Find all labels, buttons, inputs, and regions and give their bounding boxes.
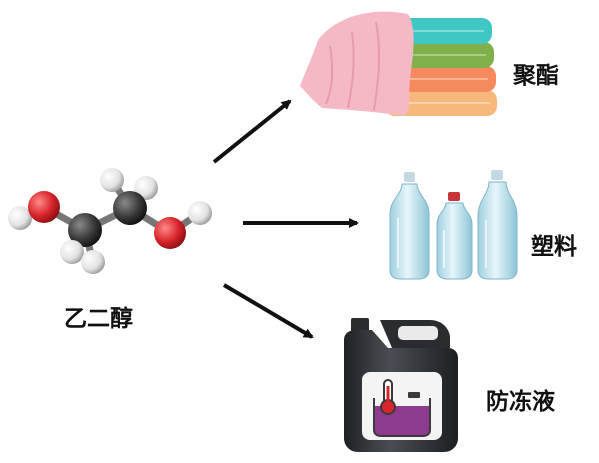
product-label-polyester: 聚酯 xyxy=(513,63,559,89)
product-label-antifreeze: 防冻液 xyxy=(486,389,555,415)
arrow-to-polyester xyxy=(212,99,292,164)
plastic-bottles-icon xyxy=(389,170,518,280)
product-label-plastic: 塑料 xyxy=(531,234,577,260)
ethylene-glycol-molecule-icon xyxy=(8,168,212,274)
antifreeze-jug-icon xyxy=(344,318,458,452)
source-label: 乙二醇 xyxy=(64,306,133,332)
folded-textiles-icon xyxy=(300,11,497,117)
arrow-to-antifreeze xyxy=(222,283,314,339)
